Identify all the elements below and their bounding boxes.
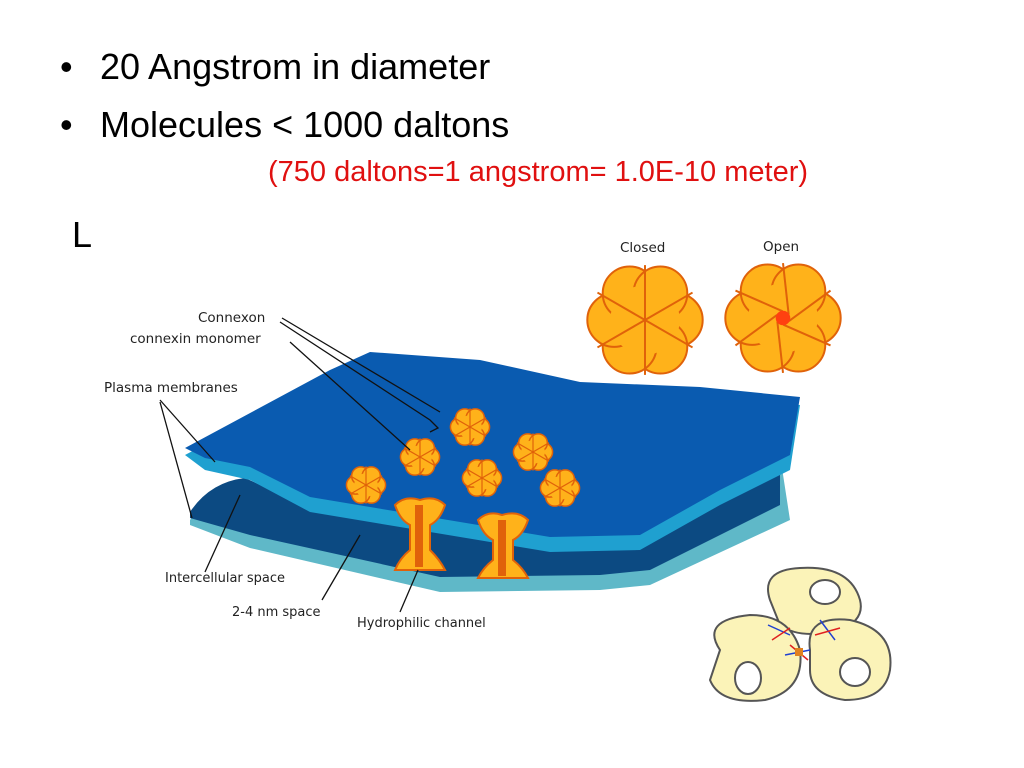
- connexon: [461, 459, 503, 497]
- junction-markers: [767, 619, 841, 661]
- bullet-item-diameter: • 20 Angstrom in diameter: [60, 38, 509, 96]
- connexon: [399, 438, 441, 476]
- connexon-label: Connexon: [198, 310, 265, 326]
- bullet-item-molecules: • Molecules < 1000 daltons: [60, 96, 509, 154]
- bullet-text: Molecules < 1000 daltons: [100, 104, 510, 145]
- stray-letter: L: [72, 214, 93, 255]
- closed-label: Closed: [620, 240, 665, 256]
- cell-nucleus: [734, 661, 762, 695]
- bullet-text: 20 Angstrom in diameter: [100, 46, 491, 87]
- intercellular-space-label: Intercellular space: [165, 571, 285, 586]
- channel: [476, 512, 530, 579]
- open-label: Open: [763, 239, 799, 255]
- connexon-states: [586, 263, 842, 375]
- bullet-list: • 20 Angstrom in diameter • Molecules < 10…: [60, 38, 509, 154]
- bullet-dot: •: [60, 104, 73, 145]
- open-connexon-icon: [724, 263, 842, 373]
- closed-connexon-icon: [586, 265, 704, 375]
- cells-diagram: [708, 566, 892, 702]
- cell-nucleus: [809, 579, 841, 605]
- conversion-note: (750 daltons=1 angstrom= 1.0E-10 meter): [268, 156, 809, 188]
- hydrophilic-channel-label: Hydrophilic channel: [357, 616, 486, 631]
- leader-lines: [159, 317, 441, 613]
- connexin-monomer-label: connexin monomer: [130, 331, 261, 347]
- channel: [393, 497, 447, 571]
- connexon-group: [345, 408, 581, 507]
- bullet-dot: •: [60, 46, 73, 87]
- cell-nucleus: [839, 657, 871, 687]
- hydrophilic-channels: [393, 497, 530, 579]
- upper-membrane: [185, 352, 800, 552]
- nm-space-label: 2-4 nm space: [232, 605, 321, 620]
- connexon: [345, 466, 387, 504]
- plasma-membranes-label: Plasma membranes: [104, 380, 238, 396]
- connexon: [449, 408, 491, 446]
- connexon: [539, 469, 581, 507]
- connexon: [512, 433, 554, 471]
